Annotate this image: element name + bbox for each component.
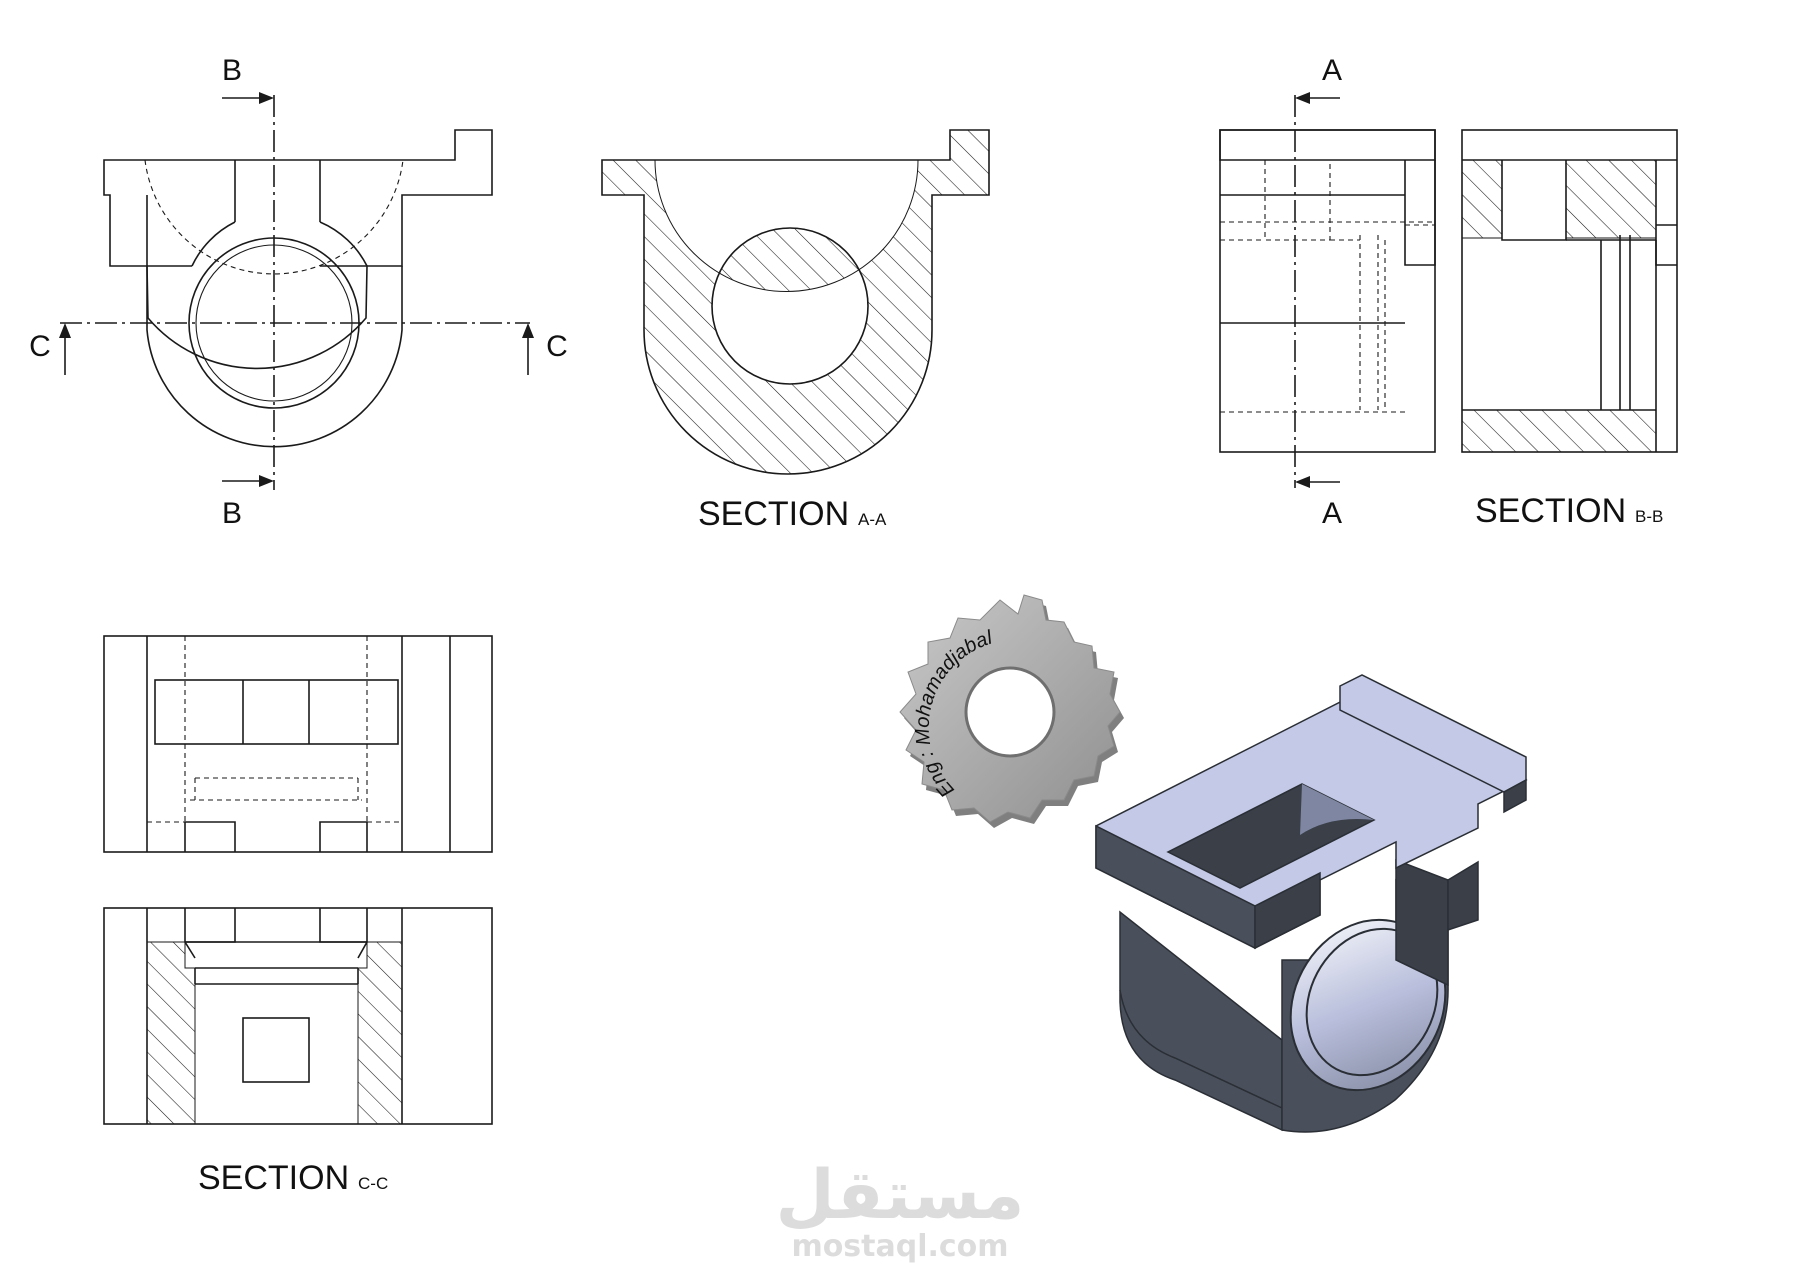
section-aa-outline <box>601 129 990 475</box>
watermark-arabic: مستقل <box>776 1156 1025 1235</box>
section-bb-outline <box>1461 129 1678 453</box>
section-bb-hatch-right-top <box>1565 159 1657 239</box>
stamp-hole <box>964 666 1056 758</box>
label-c-left: C <box>29 330 51 363</box>
section-bb-hatch-bottom <box>1461 409 1657 453</box>
label-b-top: B <box>222 54 242 87</box>
isometric-part <box>1095 674 1528 1133</box>
section-aa-suffix: A-A <box>858 510 887 529</box>
label-c-right: C <box>546 330 568 363</box>
front-view-hidden-arc <box>144 159 404 275</box>
label-a-bottom: A <box>1322 497 1342 530</box>
section-aa-hatched-body <box>601 129 990 475</box>
section-aa: SECTION A-A <box>601 129 990 533</box>
front-view: B B C C <box>29 54 568 530</box>
part-body-side <box>1119 910 1283 1132</box>
section-bb-title: SECTION <box>1475 492 1626 530</box>
watermark: مستقل mostaql.com <box>776 1156 1025 1264</box>
top-view-slot <box>154 679 399 745</box>
section-cc-suffix: C-C <box>358 1174 388 1193</box>
front-view-outline <box>103 129 493 370</box>
section-cc-outline <box>103 907 493 1125</box>
side-view: A A <box>1219 54 1436 530</box>
side-view-body <box>1219 129 1436 453</box>
section-bb-suffix: B-B <box>1635 507 1663 526</box>
section-cc-square-hole <box>242 1017 310 1083</box>
watermark-domain: mostaql.com <box>791 1229 1008 1264</box>
label-b-bottom: B <box>222 497 242 530</box>
section-bb: SECTION B-B <box>1461 129 1678 530</box>
top-view <box>103 635 493 853</box>
section-aa-title: SECTION <box>698 495 849 533</box>
section-aa-bore <box>711 227 869 385</box>
section-cc-title: SECTION <box>198 1159 349 1197</box>
label-a-top: A <box>1322 54 1342 87</box>
top-view-outline <box>103 635 493 853</box>
signature-stamp: Eng : Mohamadjabal <box>899 594 1124 828</box>
section-cc: SECTION C-C <box>103 907 493 1197</box>
section-cc-hatch-right <box>357 941 403 1125</box>
section-bb-hatch-left-top <box>1461 159 1503 239</box>
front-view-slot <box>234 160 321 222</box>
section-cc-hatch-left <box>146 941 196 1125</box>
